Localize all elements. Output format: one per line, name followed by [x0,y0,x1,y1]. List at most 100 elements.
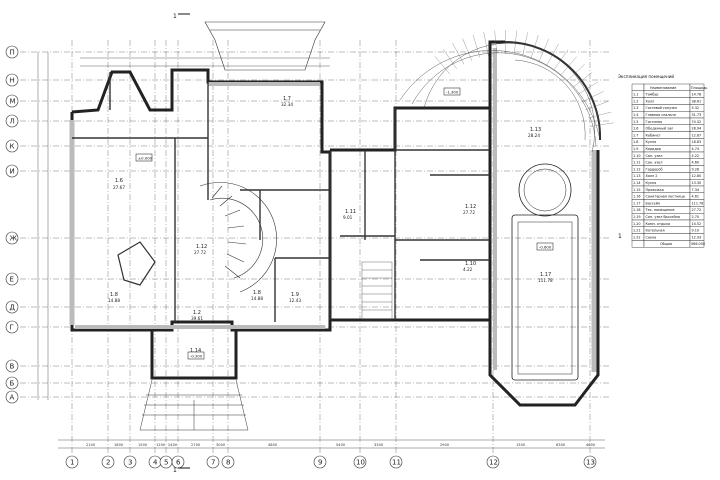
table-row-number: 1.17 [633,201,641,205]
room-1-13-area: 28.24 [528,133,540,138]
axis-label-number: 10 [356,459,365,467]
table-row-name: Главная спальня [646,113,676,117]
section-marks: 1 1 1 [173,13,622,474]
table-row-number: 1.4 [633,113,638,117]
terrace-step-line [483,32,489,56]
table-cell [689,240,705,248]
table-row-number: 1.10 [633,154,641,158]
bottom-dimension-label: 4800 [268,443,278,447]
terrace-step-line [462,38,472,61]
axis-label-letter: К [10,143,15,151]
level-markers: ±0.000 -1.300 -0.300 -0.600 [135,87,554,360]
table-row-name: Сан. узел бассейна [646,215,680,219]
table-row-name: Тамбур [645,93,659,97]
room-1-17-area: 111.78 [538,278,553,283]
top-balcony [204,21,326,71]
room-1-9-number: 1.9 [291,292,299,298]
room-1-2-area: 39.61 [191,316,203,321]
bottom-dimension-label: 1800 [114,443,124,447]
room-1-10-area: 4.22 [463,267,473,272]
table-row-number: 1.22 [633,235,641,239]
table-row-name: Котельная [646,229,665,233]
room-1-8-area: 14.88 [251,296,263,301]
table-header: Площадь [691,86,707,90]
table-row-number: 1.14 [633,181,641,185]
entrance-porch [139,379,249,431]
room-1-3-area: 27.72 [194,250,206,255]
room-1-5-number: 1.6 [115,178,123,184]
terrace-step-line [434,55,450,75]
table-cell [631,240,645,248]
bottom-dimension-label: 2400 [168,443,178,447]
axis-label-letter: И [10,168,15,176]
axis-bubble-А [5,390,19,404]
axis-bubble-Ж [5,231,19,245]
table-row-number: 1.8 [633,140,638,144]
table-row-area: 14.78 [692,93,702,97]
room-1-9-area: 12.43 [289,298,301,303]
table-row-name: Кабинет [646,133,661,137]
axis-label-letter: А [10,394,15,402]
axis-bubble-7 [206,455,220,469]
section-mark-top: 1 [173,13,177,20]
terrace-step-line [522,32,528,56]
axis-label-letter: Ж [10,235,18,243]
table-row-area: 4.60 [692,161,700,165]
axis-label-number: 3 [128,459,132,467]
axis-label-number: 2 [106,459,110,467]
bottom-dimension-label: 2900 [440,443,450,447]
axis-bubble-8 [221,455,235,469]
bottom-dimension-label: 5400 [336,443,346,447]
axis-bubble-Л [5,114,19,128]
bottom-dimension-label: 1500 [138,443,148,447]
axis-bubble-И [5,164,19,178]
table-row-number: 1.11 [633,161,641,165]
terrace-step-line [585,101,609,110]
axis-label-number: 12 [489,459,498,467]
table-row-number: 1.12 [633,167,641,171]
table-row-number: 1.7 [633,133,638,137]
wall-hatching [69,48,597,372]
table-row-number: 1.20 [633,222,641,226]
room-1-2-number: 1.2 [193,310,201,316]
bottom-dimension-label: 2700 [191,443,201,447]
axis-bubble-1 [65,455,79,469]
table-row-name: Обеденный зал [646,127,674,131]
table-row-area: 14.52 [692,222,702,226]
table-row-area: 9.28 [692,167,700,171]
table-row-name: Гостевой санузел [646,106,678,110]
axis-label-number: 7 [211,459,215,467]
bottom-dimension-label: 2100 [86,443,96,447]
table-row-number: 1.9 [633,147,638,151]
table-row-number: 1.3 [633,106,638,110]
axis-label-number: 9 [318,459,322,467]
table-row-area: 74.32 [692,120,702,124]
room-1-7-number: 1.7 [283,96,291,102]
room-1-3-number: 1.12 [196,244,207,250]
table-row-number: 1.13 [633,174,641,178]
axis-label-letter: Г [10,324,14,332]
table-row-area: 12.93 [692,235,702,239]
terrace-step-line [539,38,549,62]
table-total-value: 566.050 [691,242,705,246]
swimming-pool [511,163,579,381]
table-row-number: 1.21 [633,229,641,233]
axis-label-number: 6 [176,459,181,467]
terrace-step-line [572,72,593,88]
table-row-number: 1.6 [633,127,638,131]
room-1-6-area: 14.88 [108,298,120,303]
room-labels: 1.6 27.67 1.7 32.34 1.8 14.88 1.12 27.72… [108,96,553,359]
table-row-name: Сан. узел [646,154,663,158]
axis-label-number: 4 [153,459,158,467]
table-row-area: 38.61 [692,99,702,103]
terrace-step-line [530,35,539,59]
axis-label-number: 11 [392,459,401,467]
terrace-step-line [452,43,465,65]
terrace-step-line [588,111,612,119]
table-row-area: 31.73 [692,113,702,117]
table-row-number: 1.19 [633,215,641,219]
axis-bubble-В [5,359,19,373]
